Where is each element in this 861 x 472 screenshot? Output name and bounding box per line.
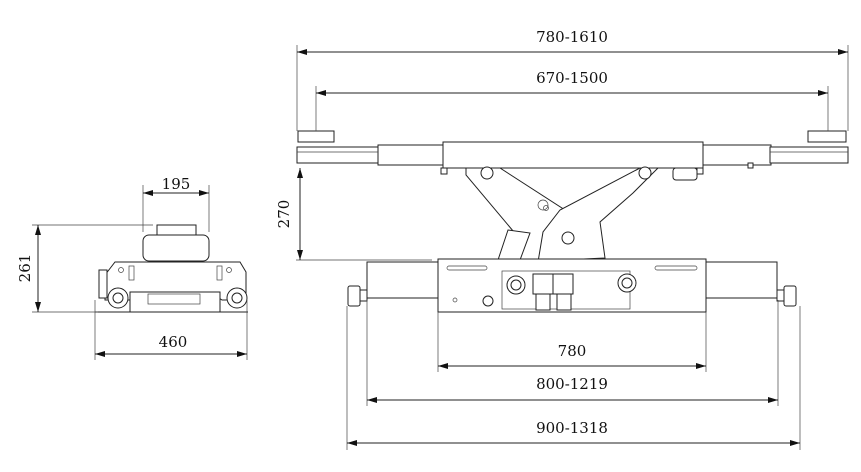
dim-label-height: 261 — [16, 254, 34, 283]
wheel-right — [783, 285, 797, 307]
wheel-left — [347, 285, 361, 307]
dim-label-pad-span: 670-1500 — [536, 69, 608, 87]
dim-label-base-box: 780 — [558, 342, 587, 360]
side-view: 195 261 460 — [16, 175, 248, 360]
dim-label-pad-width: 195 — [162, 175, 191, 193]
dim-label-width: 460 — [159, 333, 188, 351]
dim-label-outer-span: 780-1610 — [536, 28, 608, 46]
top-beam — [296, 130, 849, 181]
dim-label-wheel-outer: 900-1318 — [536, 419, 608, 437]
front-view: 780-1610 670-1500 270 780 800-1219 900-1… — [275, 28, 849, 450]
dim-label-height: 270 — [275, 200, 293, 229]
side-view-body — [95, 224, 248, 313]
dim-label-wheel-inner: 800-1219 — [536, 375, 608, 393]
base — [347, 258, 797, 313]
scissor-arms — [465, 166, 660, 263]
